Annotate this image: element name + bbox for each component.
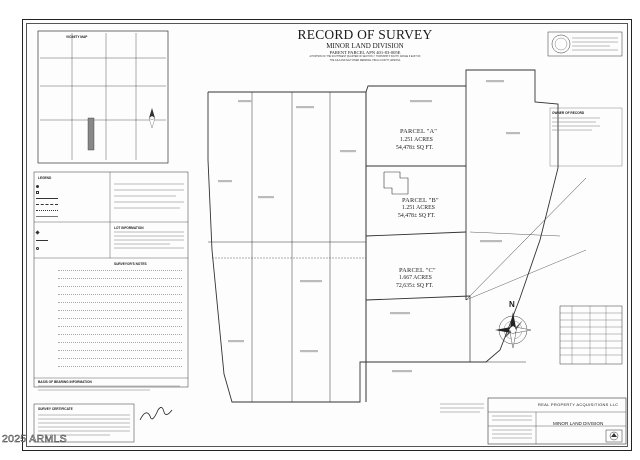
parcel-c-acres: 1.667 ACRES bbox=[399, 275, 432, 281]
surveyor-notes-title: SURVEYOR'S NOTES bbox=[114, 262, 147, 266]
legend-easement-line bbox=[36, 204, 58, 205]
note-rule bbox=[58, 356, 182, 359]
compass-rose-icon bbox=[495, 312, 532, 349]
survey-title: RECORD OF SURVEY bbox=[297, 27, 433, 42]
legend-section-line bbox=[36, 210, 58, 211]
surveyor-signature bbox=[139, 407, 173, 421]
vicinity-north-arrow-icon bbox=[148, 108, 156, 129]
lot-information-title: LOT INFORMATION bbox=[114, 226, 144, 230]
title-block-title: MINOR LAND DIVISION bbox=[553, 421, 604, 426]
parent-parcel-label: PARENT PARCEL APN 401-83-005E bbox=[329, 50, 401, 55]
note-rule bbox=[58, 268, 182, 271]
company-logo-icon bbox=[609, 431, 619, 441]
survey-subtitle: MINOR LAND DIVISION bbox=[326, 42, 404, 50]
legend-boundary-line bbox=[36, 198, 58, 199]
note-rule bbox=[58, 316, 182, 319]
legend-calc-point-icon bbox=[35, 230, 40, 235]
note-rule bbox=[58, 276, 182, 279]
note-rule bbox=[58, 308, 182, 311]
legend-adjoiner-line bbox=[36, 216, 58, 217]
vicinity-map-title: VICINITY MAP bbox=[66, 35, 88, 39]
parcel-b-sqft: 54,478± SQ FT. bbox=[398, 213, 436, 219]
note-rule bbox=[58, 300, 182, 303]
legend-power-pole-icon bbox=[36, 247, 39, 250]
parcel-b-acres: 1.251 ACRES bbox=[402, 205, 435, 211]
note-rule bbox=[58, 324, 182, 327]
watermark: 2025 ARMLS bbox=[2, 433, 67, 446]
legal-description-line-2: THE GILA AND SALT RIVER MERIDIAN, PINAL … bbox=[329, 60, 401, 62]
legend-title: LEGEND bbox=[38, 176, 52, 180]
north-arrow-letter: N bbox=[509, 300, 515, 309]
parcel-a-acres: 1.251 ACRES bbox=[400, 137, 433, 143]
legend-fence-line bbox=[36, 240, 48, 241]
owner-of-record-title: OWNER OF RECORD bbox=[552, 111, 585, 115]
parcel-c-sqft: 72,635± SQ FT. bbox=[396, 283, 434, 289]
legal-description-line-1: A PORTION OF THE SOUTHWEST QUARTER OF SE… bbox=[309, 56, 421, 58]
note-rule bbox=[58, 364, 182, 367]
parcel-b-name: PARCEL "B" bbox=[402, 197, 439, 204]
note-rule bbox=[58, 340, 182, 343]
note-rule bbox=[58, 292, 182, 295]
note-rule bbox=[58, 284, 182, 287]
sheet-border bbox=[26, 23, 628, 447]
parcel-c-name: PARCEL "C" bbox=[399, 267, 436, 274]
note-rule bbox=[58, 332, 182, 335]
company-name: REAL PROPERTY ACQUISITIONS LLC bbox=[538, 402, 619, 407]
surveyor-seal-icon bbox=[551, 34, 571, 54]
basis-of-bearing-title: BASIS OF BEARING INFORMATION bbox=[38, 380, 92, 384]
note-rule bbox=[58, 348, 182, 351]
parcel-a-name: PARCEL "A" bbox=[400, 128, 438, 135]
survey-certificate-title: SURVEY CERTIFICATE bbox=[38, 407, 73, 411]
parcel-a-sqft: 54,478± SQ FT. bbox=[396, 145, 434, 151]
legend-pin-icon bbox=[36, 191, 39, 194]
survey-sheet bbox=[22, 19, 632, 451]
legend-monument-icon bbox=[36, 185, 39, 188]
